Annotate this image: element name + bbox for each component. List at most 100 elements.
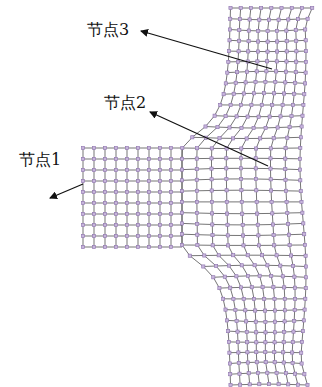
mesh-line	[171, 148, 172, 247]
mesh-node	[114, 234, 117, 237]
mesh-node	[239, 286, 242, 289]
mesh-node	[300, 6, 303, 9]
mesh-node	[227, 340, 230, 343]
mesh-node	[294, 372, 297, 375]
mesh-node	[136, 146, 139, 149]
mesh-node	[210, 157, 213, 160]
mesh-node	[114, 157, 117, 160]
mesh-node	[225, 177, 228, 180]
mesh-node	[283, 330, 286, 333]
mesh-node	[292, 264, 295, 267]
mesh-node	[299, 179, 302, 182]
mesh-node	[246, 254, 249, 257]
mesh-node	[269, 167, 272, 170]
mesh-node	[92, 212, 95, 215]
mesh-node	[257, 29, 260, 32]
mesh-node	[125, 146, 128, 149]
mesh-node	[277, 383, 280, 386]
mesh-node	[125, 190, 128, 193]
mesh-node	[147, 168, 150, 171]
mesh-node	[277, 18, 280, 21]
mesh-node	[284, 70, 287, 73]
mesh-node	[255, 200, 258, 203]
mesh-node	[279, 115, 282, 118]
mesh-node	[238, 18, 241, 21]
mesh-node	[169, 234, 172, 237]
mesh-node	[283, 286, 286, 289]
mesh-line	[300, 8, 312, 385]
mesh-node	[147, 146, 150, 149]
mesh-node	[229, 373, 232, 376]
mesh-node	[181, 146, 184, 149]
mesh-node	[136, 212, 139, 215]
mesh-node	[245, 320, 248, 323]
mesh-node	[267, 383, 270, 386]
mesh-node	[252, 92, 255, 95]
mesh-node	[303, 373, 306, 376]
mesh-node	[306, 17, 309, 20]
mesh-node	[240, 264, 243, 267]
mesh-node	[276, 40, 279, 43]
mesh-line	[83, 214, 182, 215]
mesh-node	[286, 136, 289, 139]
mesh-node	[275, 60, 278, 63]
mesh-node	[270, 189, 273, 192]
mesh-node	[103, 234, 106, 237]
mesh-node	[158, 146, 161, 149]
mesh-node	[291, 341, 294, 344]
mesh-node	[92, 190, 95, 193]
mesh-node	[103, 157, 106, 160]
mesh-node	[195, 189, 198, 192]
mesh-node	[246, 341, 249, 344]
mesh-node	[136, 245, 139, 248]
mesh-node	[235, 115, 238, 118]
mesh-node	[232, 254, 235, 257]
mesh-node	[255, 351, 258, 354]
mesh-node	[125, 234, 128, 237]
mesh-node	[236, 330, 239, 333]
mesh-node	[136, 201, 139, 204]
mesh-node	[273, 309, 276, 312]
mesh-node	[211, 223, 214, 226]
mesh-line	[182, 148, 183, 247]
mesh-node	[296, 18, 299, 21]
mesh-node	[304, 71, 307, 74]
mesh-node	[228, 126, 231, 129]
mesh-node	[180, 222, 183, 225]
mesh-node	[180, 190, 183, 193]
mesh-node	[271, 103, 274, 106]
mesh-node	[235, 319, 238, 322]
mesh-node	[238, 29, 241, 32]
mesh-node	[258, 383, 261, 386]
mesh-node	[210, 167, 213, 170]
mesh-node	[210, 200, 213, 203]
mesh-node	[218, 137, 221, 140]
mesh-node	[294, 297, 297, 300]
mesh-node	[298, 168, 301, 171]
leader-line	[141, 31, 272, 69]
mesh-node	[295, 50, 298, 53]
mesh-line	[212, 8, 251, 384]
mesh-line	[256, 8, 282, 384]
mesh-node	[275, 70, 278, 73]
mesh-node	[273, 351, 276, 354]
mesh-node	[294, 81, 297, 84]
mesh-line	[83, 148, 182, 149]
mesh-node	[147, 223, 150, 226]
mesh-node	[256, 212, 259, 215]
mesh-node	[103, 212, 106, 215]
mesh-node	[264, 361, 267, 364]
mesh-line	[94, 148, 95, 247]
mesh-node	[245, 137, 248, 140]
mesh-node	[226, 212, 229, 215]
mesh-node	[103, 179, 106, 182]
mesh-node	[250, 103, 253, 106]
mesh-node	[254, 167, 257, 170]
mesh-line	[127, 148, 128, 247]
mesh-node	[180, 157, 183, 160]
mesh-node	[245, 330, 248, 333]
mesh-node	[136, 179, 139, 182]
mesh-node	[266, 40, 269, 43]
mesh-line	[83, 192, 182, 193]
mesh-node	[240, 147, 243, 150]
